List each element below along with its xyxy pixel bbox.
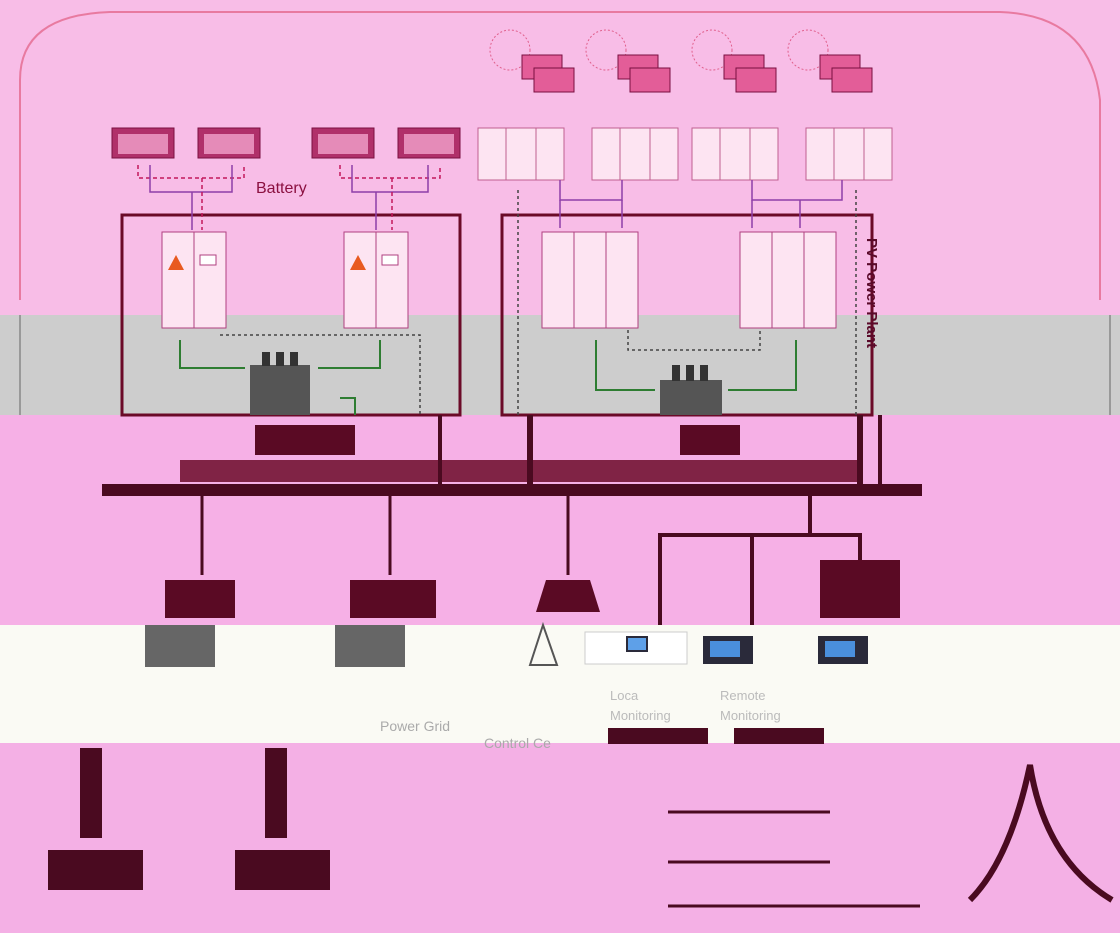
control-center-icon (820, 560, 900, 618)
remote-monitoring-line1: Remote (720, 686, 781, 706)
load-transformer-1 (145, 580, 235, 667)
local-monitoring-label: Loca Monitoring (610, 686, 671, 726)
pcs-cabinet-1 (162, 232, 226, 328)
battery-pack-2 (198, 128, 260, 158)
pv-power-plant-label: PV Power Plant (863, 238, 880, 348)
local-monitoring-line1: Loca (610, 686, 671, 706)
battery-pack-4 (398, 128, 460, 158)
pv-transformer (660, 365, 722, 415)
battery-pack-3 (312, 128, 374, 158)
combiner-box-2 (592, 128, 678, 180)
pv-array-2 (586, 30, 670, 92)
battery-pack-1 (112, 128, 174, 158)
battery-label: Battery (256, 180, 307, 198)
control-center-label: Control Ce (484, 735, 551, 751)
combiner-box-1 (478, 128, 564, 180)
local-monitoring-line2: Monitoring (610, 706, 671, 726)
pv-array-4 (788, 30, 872, 92)
combiner-box-4 (806, 128, 892, 180)
ac-bus (102, 484, 922, 496)
power-grid-label: Power Grid (380, 718, 450, 734)
pv-array-1 (490, 30, 574, 92)
pcs-cabinet-2 (344, 232, 408, 328)
pv-inverter-2 (740, 232, 836, 328)
remote-monitoring-icon-2 (818, 636, 868, 664)
pv-inverter-1 (542, 232, 638, 328)
pv-array-3 (692, 30, 776, 92)
load-transformer-2 (335, 580, 436, 667)
remote-monitoring-label: Remote Monitoring (720, 686, 781, 726)
combiner-box-3 (692, 128, 778, 180)
remote-monitoring-icon-1 (703, 636, 753, 664)
battery-transformer (250, 352, 310, 415)
local-monitoring-icon (585, 632, 687, 664)
remote-monitoring-line2: Monitoring (720, 706, 781, 726)
